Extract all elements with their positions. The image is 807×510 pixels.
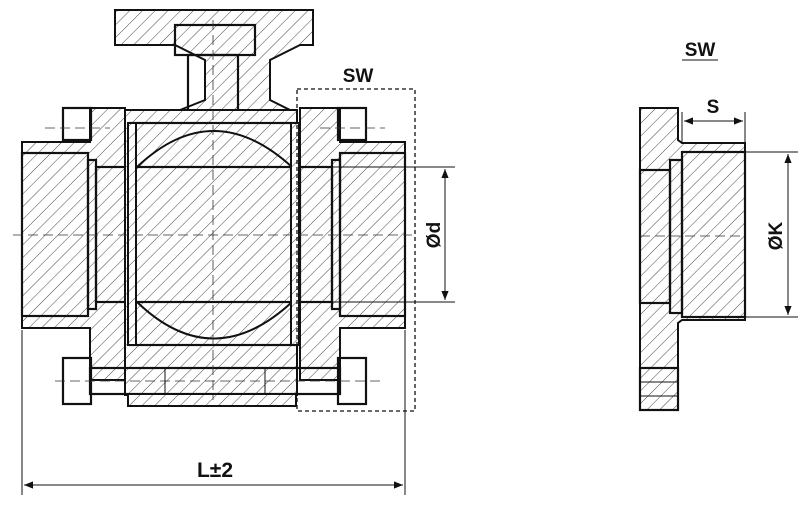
bolt-boss-right-top (336, 106, 368, 142)
socket-depth-label: S (707, 97, 720, 118)
flange-bolt-hole (638, 366, 680, 412)
ball-bottom (134, 301, 295, 340)
ball-top (134, 130, 295, 168)
left-end-cap (21, 107, 126, 381)
bore-diameter-label: Ød (424, 222, 445, 248)
sw-detail-frame (296, 88, 416, 412)
bolt-boss-right-bottom (336, 356, 368, 406)
body-bottom-section (127, 393, 297, 407)
sw-label: SW (343, 66, 374, 87)
socket-bore (680, 150, 747, 319)
right-end-cap (299, 107, 406, 381)
flange (639, 107, 746, 411)
detail-title: SW (685, 40, 716, 61)
sw-detail-view: SW S ØK (638, 40, 798, 412)
valve-section-view: SW Ød L±2 (13, 9, 455, 495)
seat-right (290, 122, 300, 346)
bolt-boss-left-top (61, 106, 93, 142)
length-label: L±2 (197, 459, 233, 482)
socket-diameter-label: ØK (766, 221, 787, 250)
seat-left (127, 122, 137, 346)
